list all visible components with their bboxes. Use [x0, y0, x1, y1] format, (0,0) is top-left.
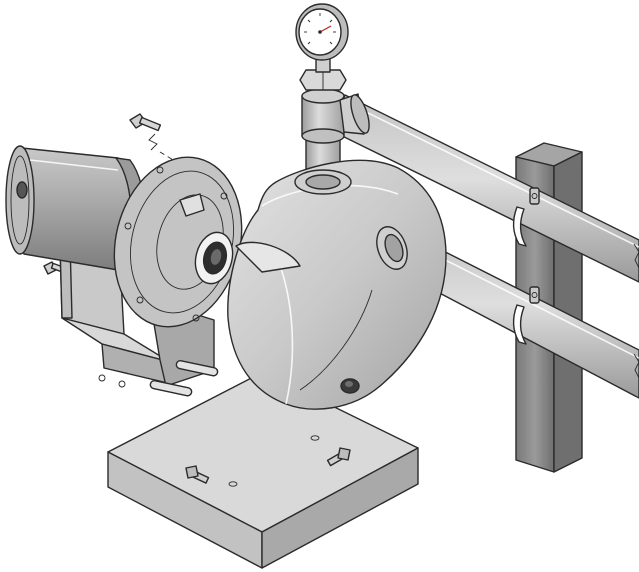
base-bolt-right	[326, 447, 351, 467]
mounting-bolts	[43, 113, 351, 484]
pipe-clamp-upper	[512, 187, 540, 247]
gauge-tee-fitting	[299, 55, 370, 144]
pressure-gauge	[295, 3, 349, 61]
impeller-seal	[194, 231, 234, 285]
flange-bolt-top	[129, 113, 181, 165]
concrete-base-pad	[107, 371, 419, 569]
pipe-clamp-lower	[512, 286, 540, 345]
base-bolt-left	[185, 465, 210, 484]
pump-volute-housing	[227, 159, 447, 410]
drain-plug	[340, 378, 360, 394]
gauge-needle	[319, 25, 332, 33]
gauge-dial-ticks	[304, 13, 336, 45]
bracket-bolt-left	[43, 261, 69, 275]
